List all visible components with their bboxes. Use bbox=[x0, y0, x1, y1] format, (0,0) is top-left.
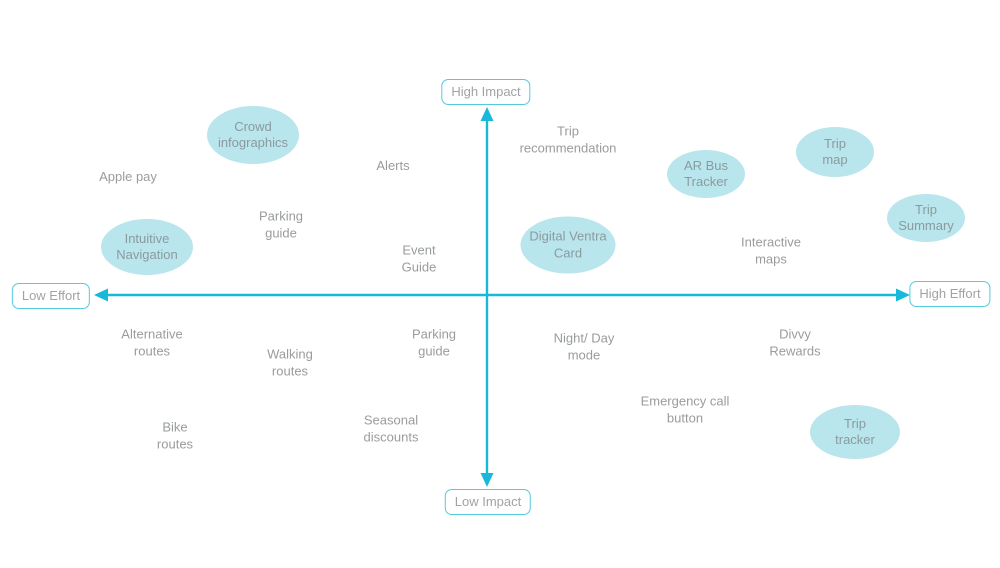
node-crowd-infographics: Crowd infographics bbox=[207, 106, 299, 164]
node-parking-guide-top: Parking guide bbox=[258, 208, 304, 241]
node-event-guide: Event Guide bbox=[401, 242, 437, 275]
node-trip-tracker: Trip tracker bbox=[810, 405, 900, 459]
node-parking-guide-bottom: Parking guide bbox=[411, 326, 457, 359]
node-seasonal-discounts: Seasonal discounts bbox=[363, 412, 419, 445]
node-trip-map: Trip map bbox=[796, 127, 874, 177]
node-digital-ventra-card: Digital Ventra Card bbox=[520, 216, 616, 274]
node-emergency-call-button: Emergency call button bbox=[640, 393, 730, 426]
arrowhead-down-icon bbox=[480, 473, 494, 487]
axis-label-low-impact: Low Impact bbox=[444, 489, 532, 515]
node-bike-routes: Bike routes bbox=[156, 419, 194, 452]
node-ar-bus-tracker: AR Bus Tracker bbox=[667, 150, 745, 198]
node-night-day-mode: Night/ Day mode bbox=[553, 330, 615, 363]
node-trip-summary: Trip Summary bbox=[887, 194, 965, 242]
axis-label-high-impact: High Impact bbox=[441, 79, 531, 105]
arrowhead-up-icon bbox=[480, 107, 494, 121]
node-divvy-rewards: Divvy Rewards bbox=[769, 326, 821, 359]
axis-label-low-effort: Low Effort bbox=[11, 283, 91, 309]
arrowhead-left-icon bbox=[94, 288, 108, 302]
node-alternative-routes: Alternative routes bbox=[121, 326, 183, 359]
node-trip-recommendation: Trip recommendation bbox=[519, 123, 617, 156]
node-apple-pay: Apple pay bbox=[99, 168, 157, 184]
node-intuitive-navigation: Intuitive Navigation bbox=[101, 219, 193, 275]
node-alerts: Alerts bbox=[376, 157, 410, 173]
node-interactive-maps: Interactive maps bbox=[741, 234, 801, 267]
node-walking-routes: Walking routes bbox=[267, 346, 313, 379]
axis-label-high-effort: High Effort bbox=[909, 281, 991, 307]
arrowhead-right-icon bbox=[896, 288, 910, 302]
